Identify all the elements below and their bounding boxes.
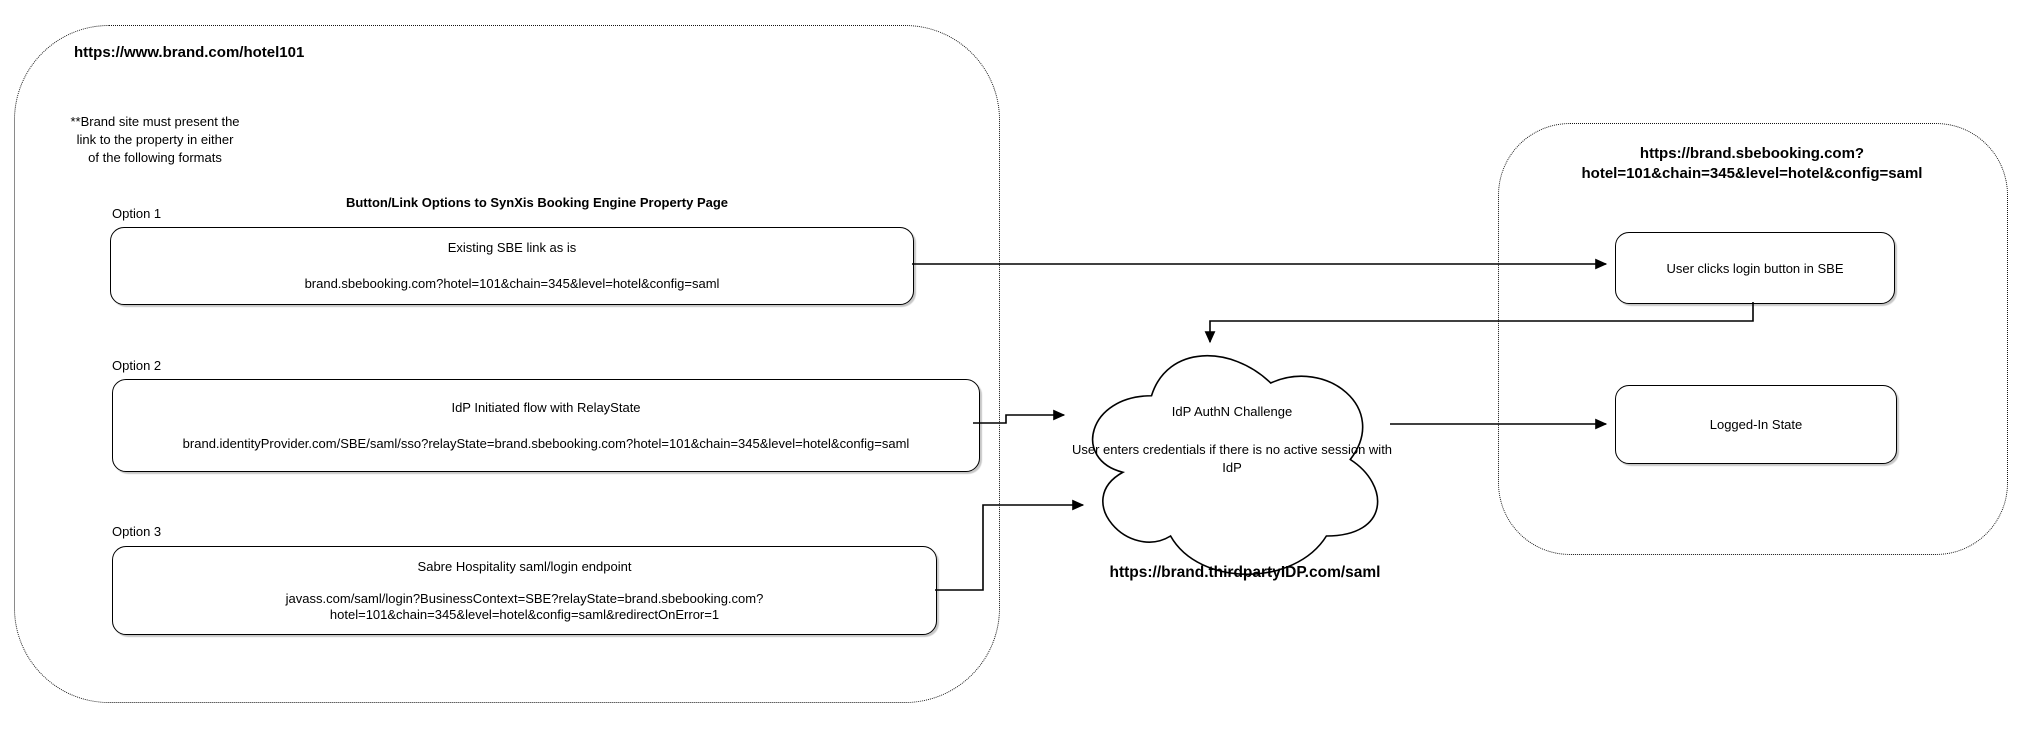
option3-box: Sabre Hospitality saml/login endpoint ja… [112, 546, 937, 635]
idp-cloud-shape [1072, 332, 1390, 587]
option1-box: Existing SBE link as is brand.sbebooking… [110, 227, 914, 305]
login-button-box: User clicks login button in SBE [1615, 232, 1895, 304]
brand-site-note: **Brand site must present the link to th… [70, 114, 240, 166]
logged-in-state-box: Logged-In State [1615, 385, 1897, 464]
login-button-box-label: User clicks login button in SBE [1666, 260, 1844, 276]
idp-url: https://brand.thirdpartyIDP.com/saml [1109, 564, 1381, 581]
option2-box: IdP Initiated flow with RelayState brand… [112, 379, 980, 472]
sbe-url-header: https://brand.sbebooking.com? hotel=101&… [1581, 145, 1923, 183]
option2-label: Option 2 [112, 358, 162, 373]
option2-url: brand.identityProvider.com/SBE/saml/sso?… [182, 435, 910, 451]
logged-in-state-label: Logged-In State [1709, 417, 1803, 432]
option1-url: brand.sbebooking.com?hotel=101&chain=345… [304, 276, 720, 292]
option3-label: Option 3 [112, 524, 162, 539]
sbe-container [1498, 123, 2008, 555]
brand-site-container [14, 25, 1000, 703]
option3-url: javass.com/saml/login?BusinessContext=SB… [285, 590, 764, 622]
option3-title: Sabre Hospitality saml/login endpoint [417, 558, 632, 574]
option1-label: Option 1 [112, 206, 162, 221]
option2-title: IdP Initiated flow with RelayState [451, 399, 641, 415]
options-heading: Button/Link Options to SynXis Booking En… [345, 195, 729, 210]
brand-site-url-title: https://www.brand.com/hotel101 [74, 44, 305, 61]
idp-cloud-subtitle: User enters credentials if there is no a… [1071, 442, 1393, 475]
option1-title: Existing SBE link as is [447, 240, 577, 256]
idp-cloud-title: IdP AuthN Challenge [1171, 404, 1293, 419]
